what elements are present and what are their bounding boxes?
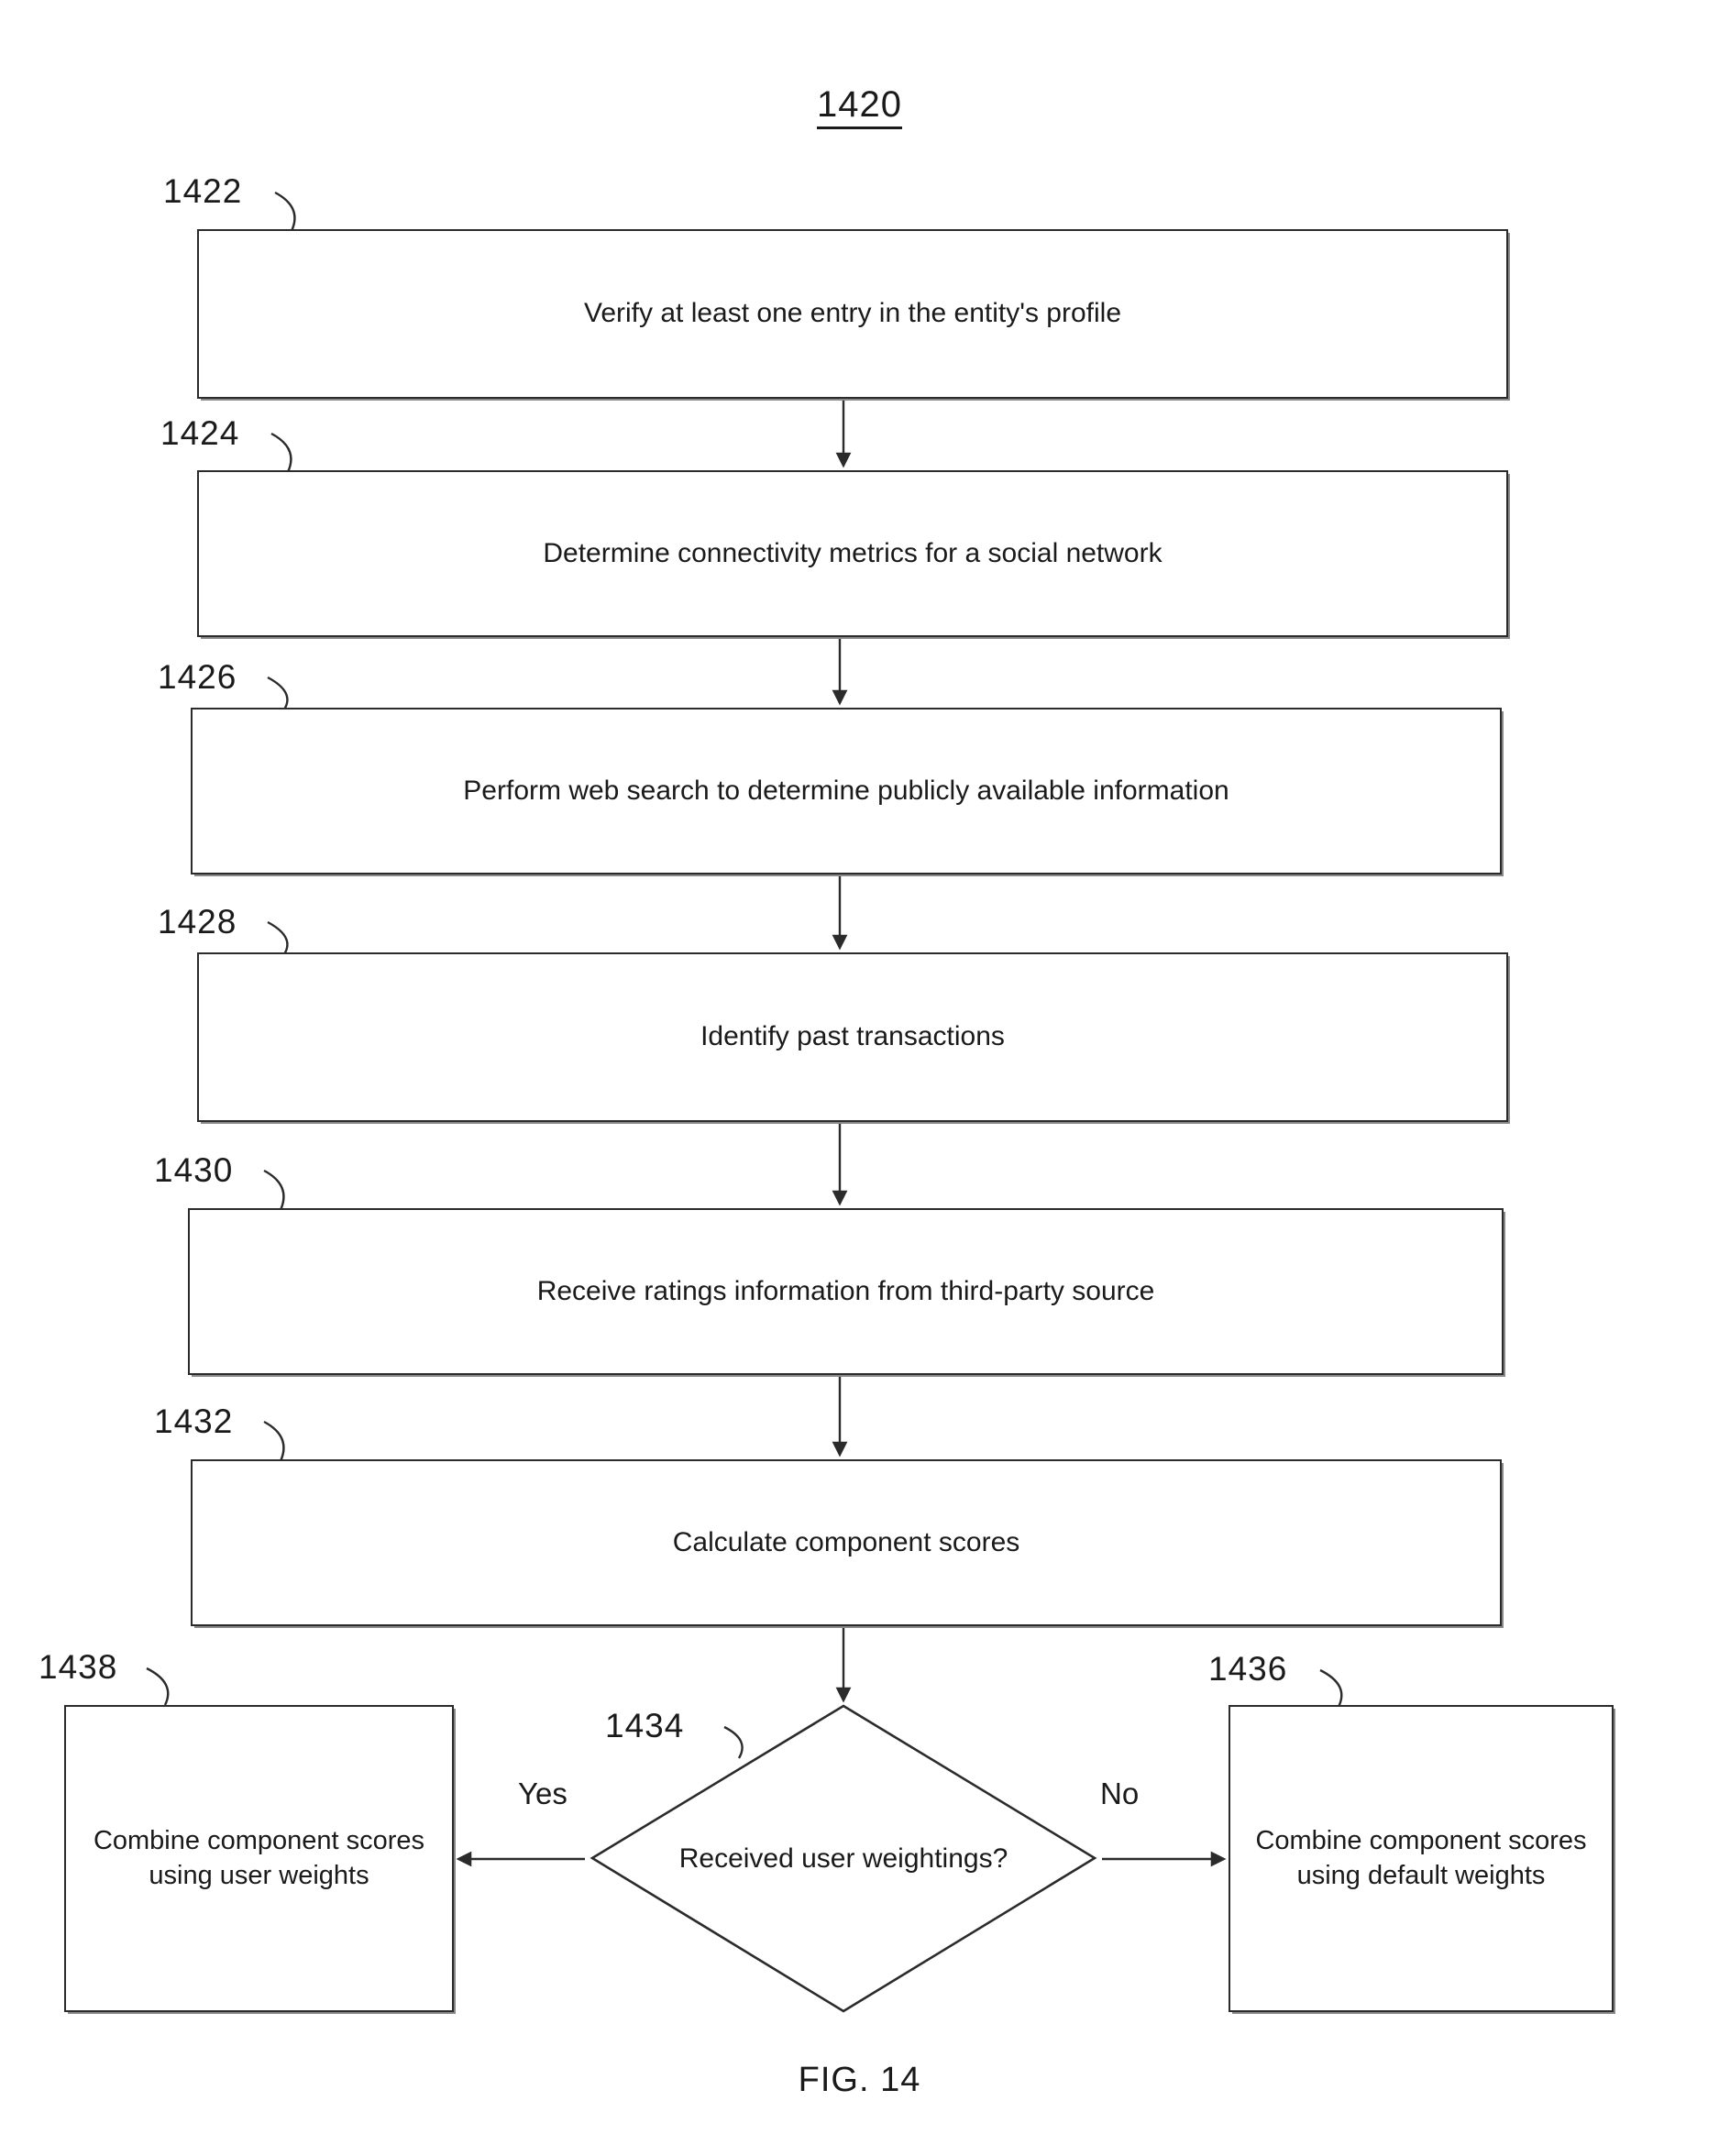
flow-node-receive-ratings-information: Receive ratings information from third-p… — [188, 1208, 1504, 1375]
flow-node-combine-using-user-weights: Combine component scores using user weig… — [64, 1705, 454, 2012]
figure-caption: FIG. 14 — [798, 2061, 921, 2099]
flow-node-perform-web-search: Perform web search to determine publicly… — [191, 708, 1502, 874]
reference-numeral-1424: 1424 — [160, 414, 240, 452]
reference-numeral-1434: 1434 — [605, 1707, 685, 1744]
figure-top-number-value: 1420 — [817, 84, 902, 129]
reference-numeral-1430: 1430 — [154, 1151, 234, 1189]
reference-numeral-1438: 1438 — [39, 1648, 118, 1686]
flow-node-decision-received-user-weightings: Received user weightings? — [587, 1700, 1100, 2017]
flow-node-verify-profile-entry: Verify at least one entry in the entity'… — [197, 229, 1508, 399]
reference-numeral-1422: 1422 — [163, 172, 243, 210]
branch-label-no: No — [1100, 1776, 1140, 1810]
reference-numeral-1428: 1428 — [158, 903, 237, 940]
flow-node-combine-using-default-weights: Combine component scores using default w… — [1229, 1705, 1614, 2012]
branch-label-yes: Yes — [518, 1776, 567, 1810]
figure-top-number: 1420 — [0, 84, 1719, 129]
reference-numeral-1432: 1432 — [154, 1402, 234, 1440]
reference-numeral-1436: 1436 — [1208, 1650, 1288, 1688]
diamond-shape — [590, 1704, 1097, 2013]
flow-node-determine-connectivity-metrics: Determine connectivity metrics for a soc… — [197, 470, 1508, 637]
reference-numeral-1426: 1426 — [158, 658, 237, 696]
flow-node-identify-past-transactions: Identify past transactions — [197, 952, 1508, 1122]
flow-node-calculate-component-scores: Calculate component scores — [191, 1459, 1502, 1626]
